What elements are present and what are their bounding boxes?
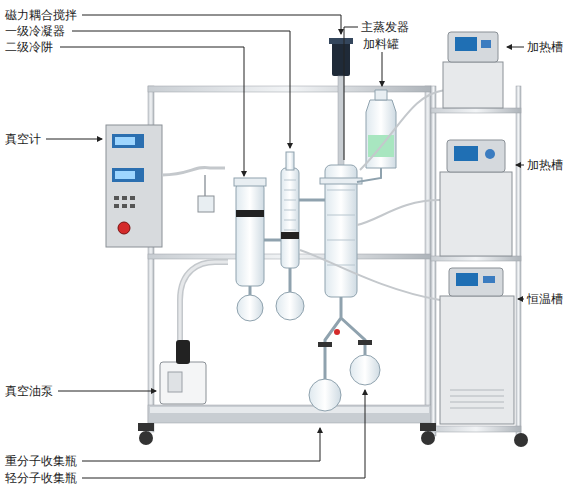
callout-label: 真空油泵: [4, 384, 54, 398]
callout-label: 恒温槽: [526, 292, 564, 306]
callout-label: 加料罐: [362, 37, 400, 51]
callout-label: 一级冷凝器: [4, 24, 66, 38]
callout-label: 磁力耦合搅拌: [4, 8, 78, 22]
callout-label: 重分子收集瓶: [4, 454, 78, 468]
callout-label: 轻分子收集瓶: [4, 471, 78, 485]
callout-label: 主蒸发器: [360, 20, 410, 34]
callout-label: 二级冷阱: [4, 40, 54, 54]
callout-label: 加热槽: [526, 40, 564, 54]
callout-label: 加热槽: [526, 158, 564, 172]
callout-label: 真空计: [4, 132, 42, 146]
